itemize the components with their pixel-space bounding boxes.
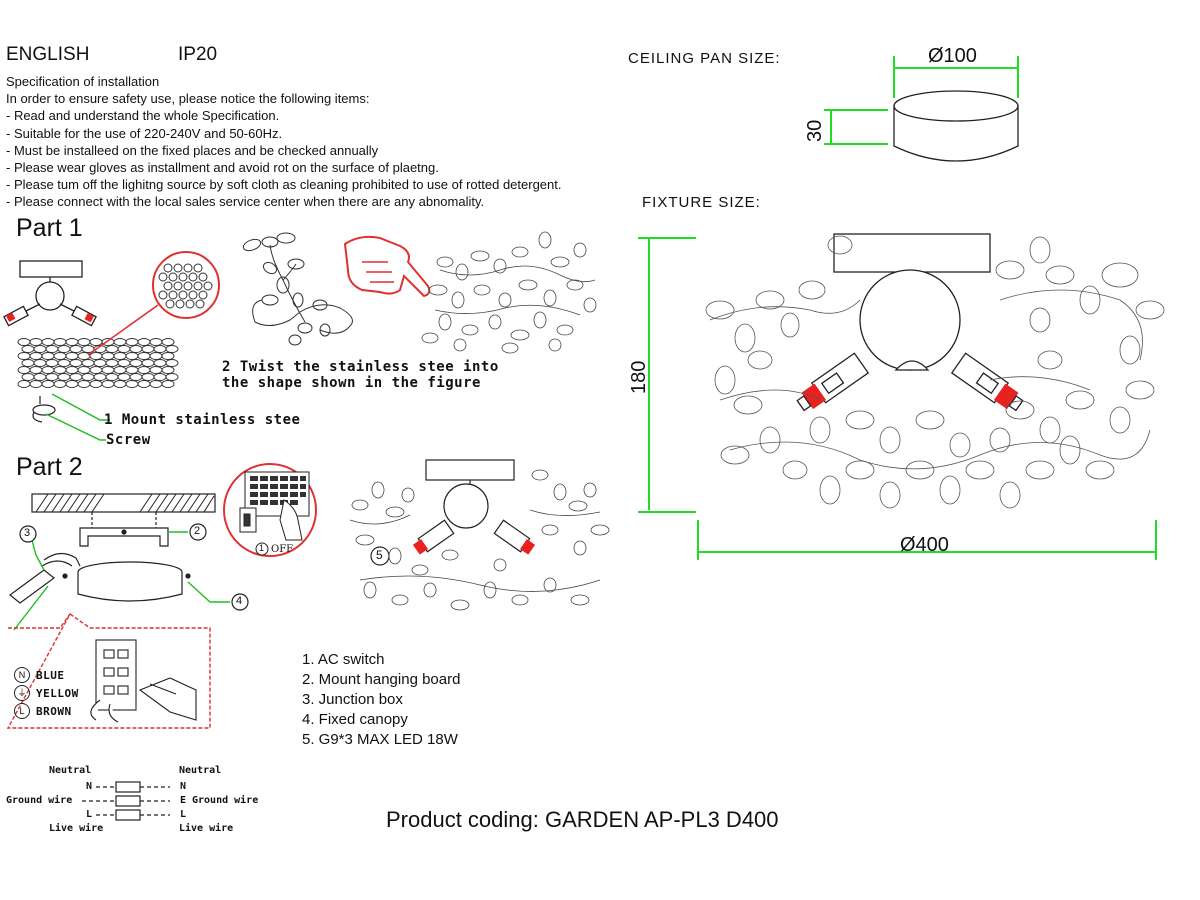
spec-item: - Suitable for the use of 220-240V and 5…	[6, 125, 283, 141]
live-left-label: Live wire	[49, 823, 104, 834]
junction-box	[9, 552, 81, 604]
legend-item: 4. Fixed canopy	[302, 711, 408, 728]
pointing-hand-illustration	[343, 235, 431, 298]
n-left-label: N	[86, 781, 93, 792]
mounting-bracket	[79, 512, 169, 547]
ceiling-pan-label: CEILING PAN SIZE:	[628, 50, 781, 67]
step1-label: 1 Mount stainless stee	[104, 412, 301, 428]
wire-label: YELLOW	[36, 686, 79, 700]
ground-symbol-icon: ⏚	[14, 685, 30, 701]
step2-line2: the shape shown in the figure	[222, 375, 481, 391]
live-right-label: Live wire	[179, 823, 234, 834]
switch-number: 1	[259, 543, 265, 553]
callout-2: 2	[194, 525, 201, 537]
neutral-left-label: Neutral	[49, 765, 92, 776]
part2-mesh-cloud	[349, 469, 610, 611]
ceiling-pan-diameter: Ø100	[928, 45, 977, 67]
ac-switch-detail	[223, 463, 317, 557]
neutral-symbol-icon: N	[14, 667, 30, 683]
shaped-mesh-cloud	[421, 231, 597, 354]
callout-5: 5	[376, 548, 383, 562]
callout-3: 3	[24, 527, 31, 539]
stainless-mesh-illustration	[17, 336, 180, 390]
fixture-mesh-cloud	[705, 235, 1165, 509]
l-right-label: L	[180, 809, 187, 820]
ip-rating: IP20	[178, 44, 218, 65]
l-left-label: L	[86, 809, 93, 820]
switch-off-label: OFF	[271, 544, 294, 555]
spec-item: - Please connect with the local sales se…	[6, 194, 485, 210]
spec-item: - Read and understand the whole Specific…	[6, 108, 280, 124]
legend-item: 5. G9*3 MAX LED 18W	[302, 731, 458, 748]
neutral-right-label: Neutral	[179, 765, 222, 776]
ceiling-pan-drawing	[893, 90, 1019, 162]
mesh-detail-magnifier	[87, 251, 220, 356]
canopy-pan	[62, 561, 191, 602]
live-symbol-icon: L	[14, 703, 30, 719]
part2-title: Part 2	[16, 453, 83, 481]
product-coding: Product coding: GARDEN AP-PL3 D400	[386, 807, 779, 832]
legend-item: 3. Junction box	[302, 691, 403, 708]
ceiling-pan-dimensions	[824, 56, 1019, 145]
wire-row-brown: L BROWN	[14, 702, 79, 720]
spec-item: - Please tum off the lighitng source by …	[6, 177, 562, 193]
step2-line1: 2 Twist the stainless stee into	[222, 359, 499, 375]
fixture-dimensions	[638, 237, 1157, 560]
part2-callout-circles	[19, 523, 390, 611]
callout-4: 4	[236, 595, 243, 607]
ceiling-slab	[31, 493, 216, 513]
specification-block: Specification of installation In order t…	[6, 73, 561, 211]
wiring-diagram	[82, 781, 170, 821]
e-right-label: E	[180, 795, 187, 806]
fixture-size-label: FIXTURE SIZE:	[642, 194, 761, 211]
spec-item: - Must be installeed on the fixed places…	[6, 142, 379, 158]
ceiling-pan-height: 30	[804, 119, 826, 142]
wire-row-yellow: ⏚ YELLOW	[14, 684, 79, 702]
part1-title: Part 1	[16, 214, 83, 242]
wiring-detail-box	[6, 612, 211, 729]
part1-canopy-illustration	[3, 260, 97, 327]
legend-item: 1. AC switch	[302, 651, 385, 668]
part2-callout-lines	[13, 531, 230, 631]
ground-right-label: Ground wire	[192, 795, 259, 806]
wire-row-blue: N BLUE	[14, 666, 79, 684]
wire-label: BLUE	[36, 668, 65, 682]
spec-item: - Please wear gloves as installment and …	[6, 160, 439, 176]
wire-label: BROWN	[36, 704, 72, 718]
component-legend: 1. AC switch 2. Mount hanging board 3. J…	[302, 650, 460, 750]
part1-callout-lines	[45, 393, 110, 441]
spec-title: Specification of installation	[6, 74, 160, 89]
fixture-body	[796, 233, 1024, 412]
spec-intro: In order to ensure safety use, please no…	[6, 91, 370, 107]
language-label: ENGLISH	[6, 44, 90, 65]
screw-illustration	[32, 396, 56, 423]
fixture-height: 180	[628, 360, 650, 394]
part2-fixture-illustration	[412, 459, 536, 555]
n-right-label: N	[180, 781, 187, 792]
legend-item: 2. Mount hanging board	[302, 671, 461, 688]
wire-color-list: N BLUE ⏚ YELLOW L BROWN	[14, 666, 79, 720]
ground-left-label: Ground wire	[6, 795, 73, 806]
twist-hand-illustration	[242, 232, 353, 346]
screw-label: Screw	[106, 432, 151, 448]
fixture-diameter: Ø400	[900, 534, 949, 556]
